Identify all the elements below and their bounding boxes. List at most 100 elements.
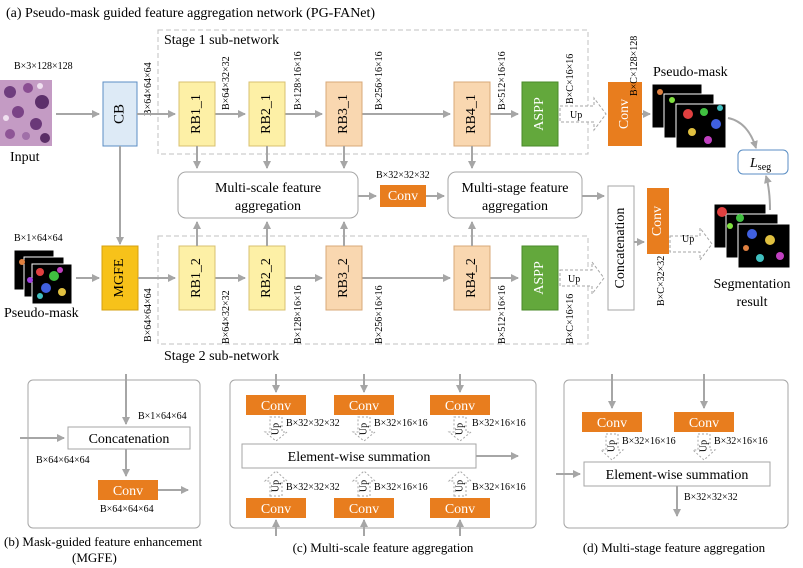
mgfe-label: MGFE — [112, 259, 127, 298]
up-label-bottom: Up — [568, 274, 580, 285]
dim-top-1: B×64×32×32 — [221, 56, 232, 110]
pseudo-mask-input-dim: B×1×64×64 — [14, 233, 63, 244]
rb2-1-label: RB2_1 — [259, 94, 274, 134]
panel-b-caption-2: (MGFE) — [72, 550, 117, 565]
panel-d-summation — [583, 461, 771, 487]
rb3-1-label: RB3_1 — [336, 94, 351, 134]
panel-c-up-bottom-1: Up — [270, 480, 281, 492]
conv-top-label: Conv — [617, 99, 632, 129]
panel-d-up-1 — [599, 433, 625, 461]
panel-c-caption: (c) Multi-scale feature aggregation — [293, 540, 474, 555]
input-label: Input — [10, 150, 40, 165]
figure-title: (a) Pseudo-mask guided feature aggregati… — [6, 6, 375, 21]
panel-b-concatenation-label: Concatenation — [89, 432, 170, 447]
stage2-box — [157, 235, 589, 345]
panel-c-up-top-3: Up — [454, 423, 465, 435]
rb3-2-label: RB3_2 — [336, 258, 351, 298]
panel-b-dim-left: B×64×64×64 — [36, 455, 90, 466]
panel-c-box — [229, 379, 537, 529]
panel-d-dim-out: B×32×32×32 — [684, 492, 738, 503]
conv-top-dim: B×C×128×128 — [629, 36, 640, 96]
panel-c-bottom-ups — [263, 470, 473, 497]
segmentation-result-label-1: Segmentation — [714, 277, 791, 292]
panel-c-conv-bottom-2: Conv — [349, 502, 379, 517]
mid-conv-dim: B×32×32×32 — [376, 170, 430, 181]
panel-c-up-bottom-2: Up — [358, 480, 369, 492]
panel-c-dim-bottom-3: B×32×16×16 — [472, 482, 526, 493]
rb1-2-block — [178, 245, 216, 311]
panel-c-dim-bottom-2: B×32×16×16 — [374, 482, 428, 493]
aspp-top-block — [521, 81, 559, 147]
panel-c-bottom-convs — [246, 498, 490, 536]
panel-c-up-top-2: Up — [358, 423, 369, 435]
concatenation-label: Concatenation — [613, 208, 628, 289]
panel-c-up-top-1: Up — [270, 423, 281, 435]
rb2-2-block — [248, 245, 286, 311]
panel-b-dim-out: B×64×64×64 — [100, 504, 154, 515]
panel-d-dim-1: B×32×16×16 — [622, 436, 676, 447]
up-arrow-bottom — [559, 260, 605, 296]
loss-label: Lseg — [749, 156, 771, 173]
multi-scale-label-2: aggregation — [235, 199, 301, 214]
rb2-2-label: RB2_2 — [259, 258, 274, 298]
segmentation-result-label-2: result — [736, 295, 767, 310]
mid-conv-label: Conv — [388, 189, 418, 204]
rb4-2-block — [453, 245, 491, 311]
conv-bottom-dim: B×C×32×32 — [656, 256, 667, 306]
panel-d-conv-2-label: Conv — [689, 416, 719, 431]
multi-scale-label-1: Multi-scale feature — [215, 181, 321, 196]
conv-top-block — [608, 82, 642, 146]
panel-c-conv-top-2: Conv — [349, 399, 379, 414]
panel-c-conv-bottom-3: Conv — [445, 502, 475, 517]
dim-bottom-1: B×64×32×32 — [221, 290, 232, 344]
mgfe-output-dim: B×64×64×64 — [143, 288, 154, 342]
panel-c-top-convs — [246, 374, 490, 415]
panel-b-dim-top: B×1×64×64 — [138, 411, 187, 422]
panel-c-summation-label: Element-wise summation — [288, 450, 431, 465]
dim-bottom-3: B×256×16×16 — [374, 285, 385, 344]
panel-c-up-bottom-3: Up — [454, 480, 465, 492]
up-arrow-top — [559, 96, 607, 132]
pseudo-mask-output-label: Pseudo-mask — [653, 65, 728, 80]
rb2-1-block — [248, 81, 286, 147]
conv-bottom-label: Conv — [650, 206, 665, 236]
aspp-bottom-block — [521, 245, 559, 311]
rb1-1-block — [178, 81, 216, 147]
rb3-1-block — [325, 81, 363, 147]
aspp-bottom-label: ASPP — [532, 261, 547, 295]
rb3-2-block — [325, 245, 363, 311]
pseudo-mask-input-image — [13, 249, 73, 305]
up-arrow-result — [669, 226, 713, 262]
panel-d-up-2 — [691, 433, 717, 461]
concatenation-block — [607, 185, 635, 311]
dim-bottom-2: B×128×16×16 — [293, 285, 304, 344]
pseudo-mask-input-label: Pseudo-mask — [4, 306, 79, 321]
segmentation-result-image — [713, 203, 791, 269]
up-label-top: Up — [570, 110, 582, 121]
stage2-label: Stage 2 sub-network — [164, 349, 279, 364]
loss-box — [737, 149, 789, 175]
dim-top-2: B×128×16×16 — [293, 51, 304, 110]
panel-c-dim-top-1: B×32×32×32 — [286, 418, 340, 429]
panel-b-caption-1: (b) Mask-guided feature enhancement — [4, 534, 203, 549]
panel-b-box — [27, 379, 201, 529]
pseudo-mask-output-image — [651, 83, 727, 149]
conv-bottom-block — [647, 188, 669, 254]
panel-d-conv-1 — [582, 412, 642, 432]
panel-c-conv-bottom-1: Conv — [261, 502, 291, 517]
panel-b-conv-label: Conv — [113, 484, 143, 499]
panel-d-conv-1-label: Conv — [597, 416, 627, 431]
panel-c-conv-top-3: Conv — [445, 399, 475, 414]
rb4-2-label: RB4_2 — [464, 258, 479, 298]
stage1-label: Stage 1 sub-network — [164, 33, 279, 48]
input-dim: B×3×128×128 — [14, 61, 73, 72]
panel-b-conv — [98, 480, 158, 500]
panel-c-conv-top-1: Conv — [261, 399, 291, 414]
panel-d-summation-label: Element-wise summation — [606, 468, 749, 483]
panel-c-top-ups — [263, 416, 473, 442]
cb-output-dim: B×64×64×64 — [143, 62, 154, 116]
rb4-1-label: RB4_1 — [464, 94, 479, 134]
panel-c-dim-bottom-1: B×32×32×32 — [286, 482, 340, 493]
panel-d-caption: (d) Multi-stage feature aggregation — [583, 540, 766, 555]
panel-d-up-2-label: Up — [698, 440, 709, 452]
